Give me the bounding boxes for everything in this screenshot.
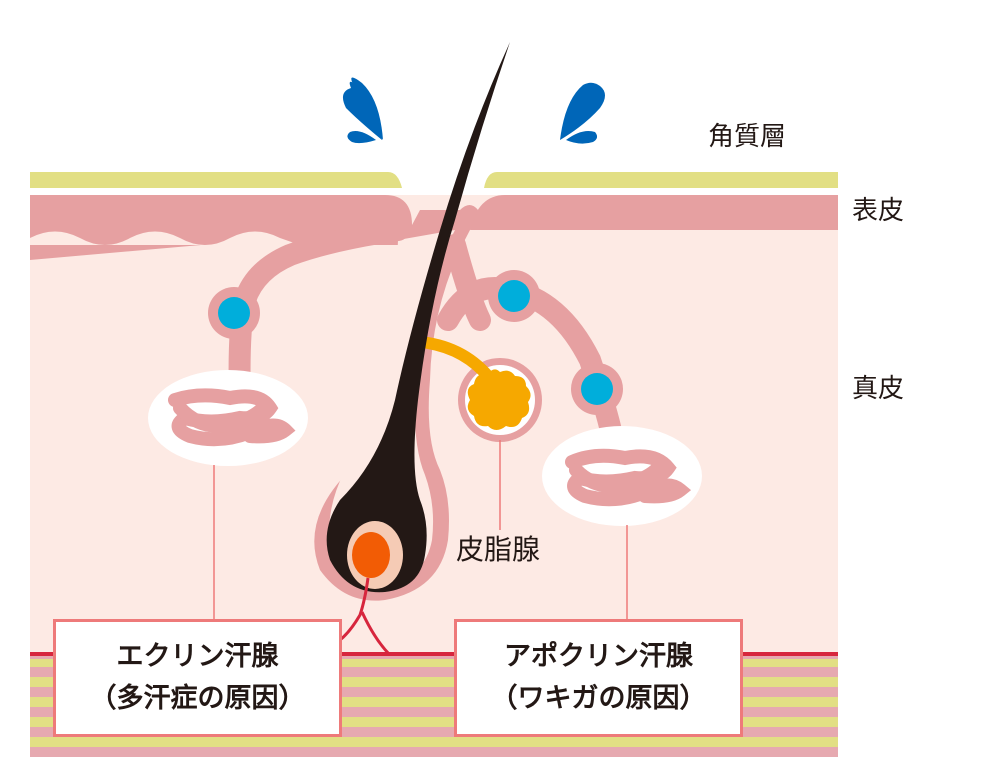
eccrine-coil [168, 388, 296, 447]
label-sebaceous-gland: 皮脂腺 [456, 533, 541, 566]
dermal-papilla [352, 532, 390, 578]
epidermis-wave-left [30, 231, 300, 245]
duct-dot-icon [581, 373, 613, 405]
label-stratum-corneum: 角質層 [708, 122, 787, 152]
apocrine-note: （ワキガの原因） [490, 683, 707, 714]
sebaceous-gland [467, 369, 531, 430]
epidermis-wave-right [490, 231, 838, 250]
eccrine-name: エクリン汗腺 [116, 641, 279, 672]
hair-icon [326, 42, 510, 593]
blood-vessel [339, 577, 392, 657]
stratum-corneum-left [30, 172, 402, 188]
callout-apocrine: アポクリン汗腺 （ワキガの原因） [454, 619, 743, 737]
duct-dot-icon [498, 280, 530, 312]
label-epidermis: 表皮 [852, 196, 905, 226]
eccrine-note: （多汗症の原因） [89, 683, 306, 714]
label-dermis: 真皮 [852, 374, 905, 404]
duct-dot-icon [218, 297, 250, 329]
sweat-drop-icon [342, 77, 383, 144]
apocrine-name: アポクリン汗腺 [504, 641, 693, 672]
epidermis-right [470, 195, 838, 245]
apocrine-coil [565, 448, 692, 507]
callout-eccrine: エクリン汗腺 （多汗症の原因） [53, 619, 342, 737]
sweat-drop-icon [560, 82, 605, 144]
eccrine-duct [228, 219, 409, 411]
stratum-corneum-right [484, 172, 838, 188]
